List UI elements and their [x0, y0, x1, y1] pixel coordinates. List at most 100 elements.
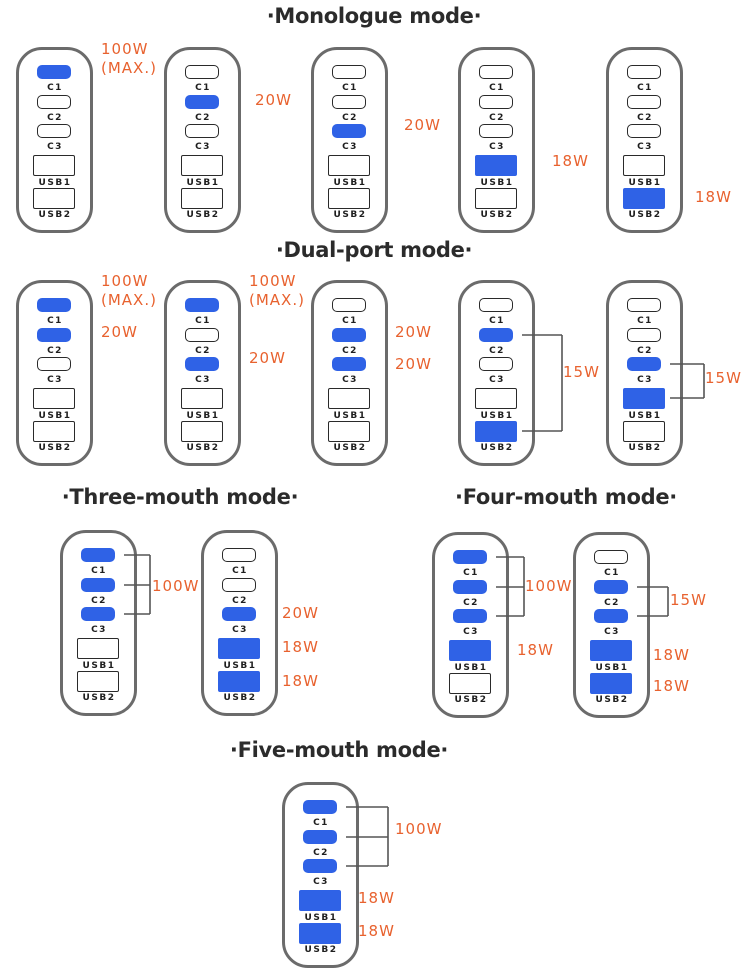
section-title-three-mouth: ·Three-mouth mode·: [61, 485, 299, 509]
port-label: C1: [463, 568, 479, 578]
port-label: C3: [195, 375, 211, 385]
port-label: USB2: [186, 443, 220, 453]
section-title-five-mouth: ·Five-mouth mode·: [229, 738, 449, 762]
port-label: C3: [637, 375, 653, 385]
usb-a-port-icon: [449, 640, 491, 661]
wattage-label: 100W (MAX.): [101, 40, 157, 77]
usb-a-port-icon: [475, 388, 517, 409]
usb-c-port-icon: [627, 298, 661, 312]
port-label: C2: [342, 346, 358, 356]
port-label: C2: [91, 596, 107, 606]
usb-c-port-icon: [303, 859, 337, 873]
usb-c-port-icon: [479, 298, 513, 312]
port-label: C2: [637, 113, 653, 123]
usb-a-port-icon: [33, 421, 75, 442]
wattage-label: 18W: [517, 641, 554, 659]
usb-c-port-icon: [37, 95, 71, 109]
port-label: C2: [313, 848, 329, 858]
port-label: C1: [195, 83, 211, 93]
usb-a-port-icon: [449, 673, 491, 694]
usb-c-port-icon: [594, 550, 628, 564]
port-label: USB2: [595, 695, 629, 705]
port-label: USB2: [628, 210, 662, 220]
usb-c-port-icon: [479, 65, 513, 79]
port-label: USB1: [82, 661, 116, 671]
usb-c-port-icon: [627, 328, 661, 342]
usb-c-port-icon: [332, 124, 366, 138]
port-label: USB2: [82, 693, 116, 703]
wattage-label: 20W: [395, 323, 432, 341]
usb-a-port-icon: [328, 188, 370, 209]
usb-a-port-icon: [299, 923, 341, 944]
usb-a-port-icon: [218, 671, 260, 692]
usb-a-port-icon: [33, 188, 75, 209]
usb-c-port-icon: [627, 65, 661, 79]
port-label: C3: [91, 625, 107, 635]
port-label: C1: [313, 818, 329, 828]
usb-c-port-icon: [332, 298, 366, 312]
usb-c-port-icon: [185, 95, 219, 109]
port-label: C2: [195, 113, 211, 123]
port-label: USB2: [333, 210, 367, 220]
usb-a-port-icon: [475, 421, 517, 442]
usb-c-port-icon: [453, 609, 487, 623]
usb-a-port-icon: [181, 188, 223, 209]
usb-c-port-icon: [37, 357, 71, 371]
usb-c-port-icon: [303, 800, 337, 814]
port-label: C1: [91, 566, 107, 576]
wattage-label: 100W: [395, 820, 443, 838]
usb-c-port-icon: [332, 328, 366, 342]
usb-c-port-icon: [222, 607, 256, 621]
wattage-label: 20W: [249, 349, 286, 367]
port-label: C2: [604, 598, 620, 608]
usb-c-port-icon: [453, 580, 487, 594]
port-label: C2: [195, 346, 211, 356]
usb-a-port-icon: [328, 421, 370, 442]
usb-c-port-icon: [332, 95, 366, 109]
port-label: USB2: [186, 210, 220, 220]
port-label: USB1: [628, 178, 662, 188]
section-title-dual-port: ·Dual-port mode·: [275, 238, 473, 262]
port-label: USB1: [333, 411, 367, 421]
port-label: USB1: [454, 663, 488, 673]
usb-c-port-icon: [479, 328, 513, 342]
wattage-label: 20W: [255, 91, 292, 109]
usb-a-port-icon: [623, 388, 665, 409]
wattage-label: 15W: [705, 369, 742, 387]
port-label: C3: [342, 375, 358, 385]
usb-a-port-icon: [181, 421, 223, 442]
port-label: USB2: [480, 210, 514, 220]
usb-c-port-icon: [627, 95, 661, 109]
usb-a-port-icon: [475, 188, 517, 209]
port-label: USB2: [38, 210, 72, 220]
port-label: USB2: [480, 443, 514, 453]
port-label: C1: [637, 316, 653, 326]
usb-a-port-icon: [590, 673, 632, 694]
port-label: C2: [232, 596, 248, 606]
port-label: USB1: [38, 411, 72, 421]
usb-c-port-icon: [222, 548, 256, 562]
port-label: C3: [463, 627, 479, 637]
wattage-label: 100W (MAX.): [101, 272, 157, 309]
port-label: C2: [463, 598, 479, 608]
port-label: USB1: [333, 178, 367, 188]
usb-c-port-icon: [627, 124, 661, 138]
port-label: C1: [47, 83, 63, 93]
usb-c-port-icon: [37, 65, 71, 79]
usb-c-port-icon: [81, 607, 115, 621]
usb-a-port-icon: [328, 388, 370, 409]
wattage-label: 18W: [653, 646, 690, 664]
port-label: USB1: [628, 411, 662, 421]
port-label: C1: [342, 316, 358, 326]
wattage-label: 15W: [563, 363, 600, 381]
wattage-label: 20W: [404, 116, 441, 134]
usb-c-port-icon: [479, 357, 513, 371]
usb-c-port-icon: [332, 65, 366, 79]
wattage-label: 18W: [282, 638, 319, 656]
port-label: C3: [637, 142, 653, 152]
usb-a-port-icon: [623, 155, 665, 176]
usb-a-port-icon: [590, 640, 632, 661]
usb-c-port-icon: [594, 580, 628, 594]
port-label: USB2: [38, 443, 72, 453]
wattage-label: 18W: [282, 672, 319, 690]
